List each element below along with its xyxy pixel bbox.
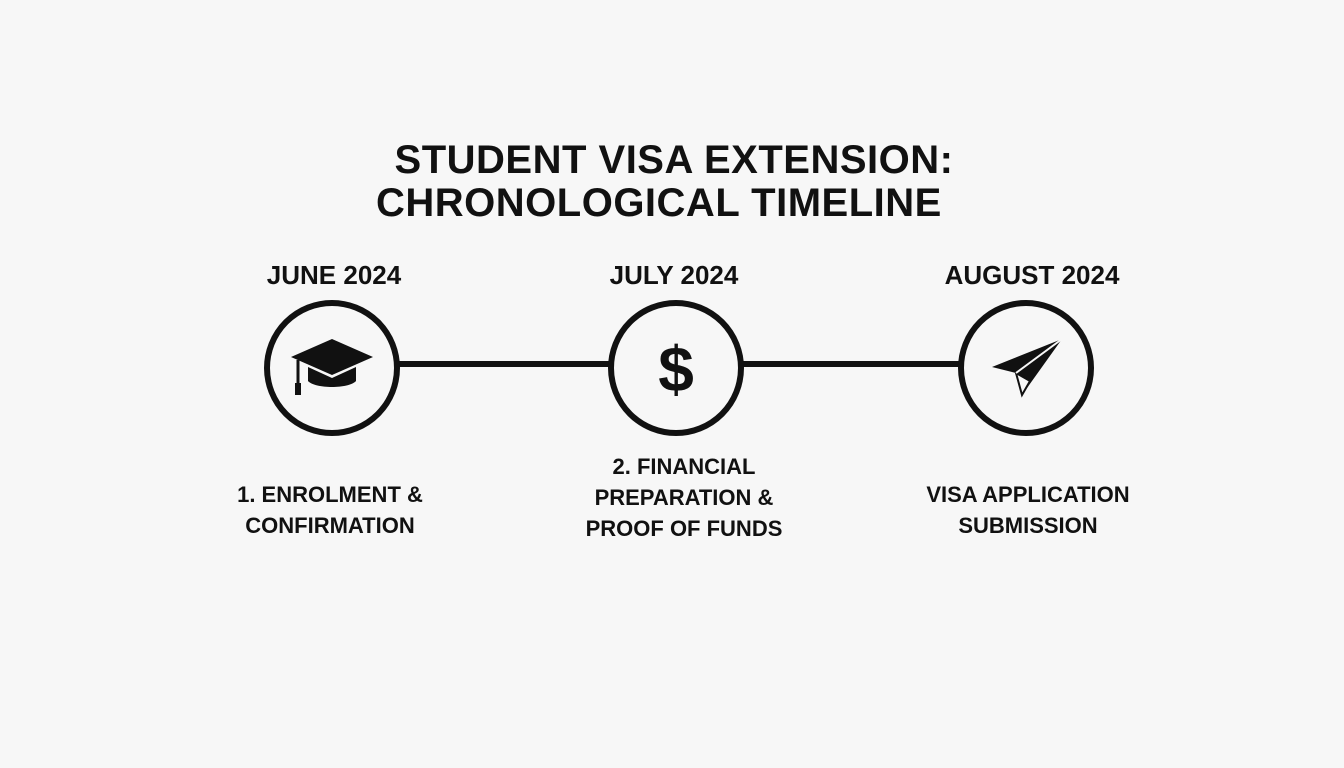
milestone-label-line: VISA APPLICATION (926, 482, 1130, 507)
graduation-cap-icon (291, 339, 373, 395)
paper-plane-icon (992, 338, 1063, 398)
milestone-node: $ (608, 300, 744, 436)
milestone-label: 1. ENROLMENT & CONFIRMATION (180, 479, 480, 541)
milestone-label-line: PREPARATION & (594, 485, 774, 510)
milestone-label-line: 1. ENROLMENT & (237, 482, 423, 507)
milestone-date: JULY 2024 (609, 260, 739, 290)
milestone-label: 2. FINANCIAL PREPARATION & PROOF OF FUND… (534, 451, 834, 544)
title-line-1: STUDENT VISA EXTENSION: (394, 138, 954, 182)
title-line-2: CHRONOLOGICAL TIMELINE (376, 181, 942, 225)
milestone-label-line: 2. FINANCIAL (612, 454, 756, 479)
milestone-label-line: CONFIRMATION (245, 513, 415, 538)
dollar-sign-icon: $ (658, 333, 694, 405)
timeline-connector-1 (392, 361, 614, 367)
milestone-label: VISA APPLICATION SUBMISSION (878, 479, 1178, 541)
timeline-connector-2 (740, 361, 962, 367)
milestone-label-line: SUBMISSION (958, 513, 1098, 538)
milestone-label-line: PROOF OF FUNDS (585, 516, 783, 541)
milestone-date: JUNE 2024 (266, 260, 402, 290)
milestone-date: AUGUST 2024 (944, 260, 1120, 290)
svg-text:$: $ (658, 333, 694, 405)
milestone-node (958, 300, 1094, 436)
milestone-node (264, 300, 400, 436)
